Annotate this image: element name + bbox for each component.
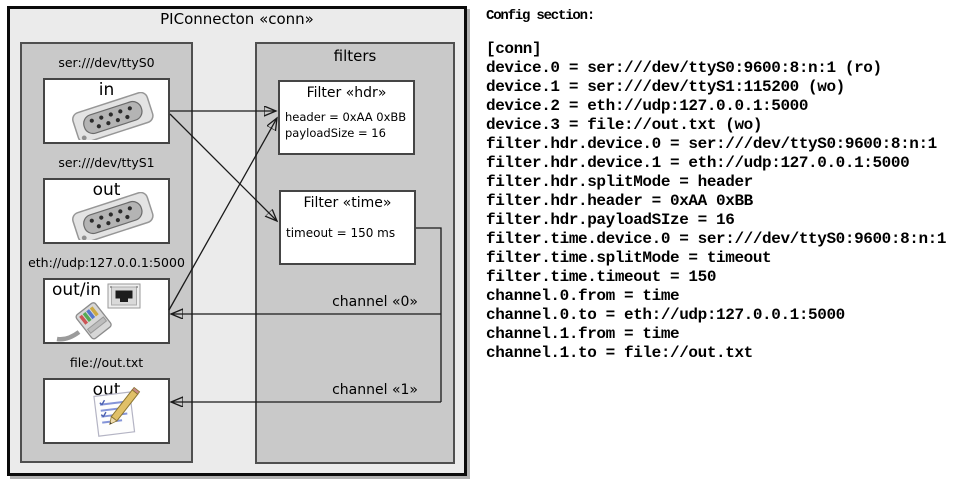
device-box-file: out [43,378,170,444]
port-direction-label: out [92,180,121,200]
device-box-eth: out/in [43,278,170,344]
device-label-ttys1: ser:///dev/ttyS1 [58,155,155,170]
device-label-file: file://out.txt [69,355,144,370]
frame-title: PIConnecton «conn» [160,10,314,28]
device-box-ttys1: out [43,178,170,244]
filter-hdr-attr-header: header = 0xAA 0xBB [285,110,407,124]
ethernet-connector-icon [56,302,112,342]
device-box-ttys0: in [43,78,170,144]
filters-panel-title: filters [333,47,377,65]
config-text: [conn] device.0 = ser:///dev/ttyS0:9600:… [486,40,947,362]
device-label-eth: eth://udp:127.0.0.1:5000 [28,255,185,270]
filter-hdr-box: Filter «hdr» header = 0xAA 0xBB payloadS… [278,80,415,155]
filter-time-box: Filter «time» timeout = 150 ms [279,190,416,265]
filter-time-title: Filter «time» [303,195,392,211]
port-direction-label: out/in [52,280,102,300]
port-direction-label: in [98,80,115,100]
notepad-file-icon [93,386,141,437]
db9-serial-connector-icon [72,192,154,240]
ethernet-port-icon [107,283,141,309]
device-label-ttys0: ser:///dev/ttyS0 [58,55,155,70]
channel-1-label: channel «1» [332,382,418,398]
db9-serial-connector-icon [72,92,154,140]
config-section-heading: Config section: [486,8,595,24]
filter-time-attr-timeout: timeout = 150 ms [286,226,396,240]
filter-hdr-title: Filter «hdr» [306,85,387,101]
channel-0-label: channel «0» [332,294,418,310]
filter-hdr-attr-payloadsize: payloadSize = 16 [285,126,386,140]
